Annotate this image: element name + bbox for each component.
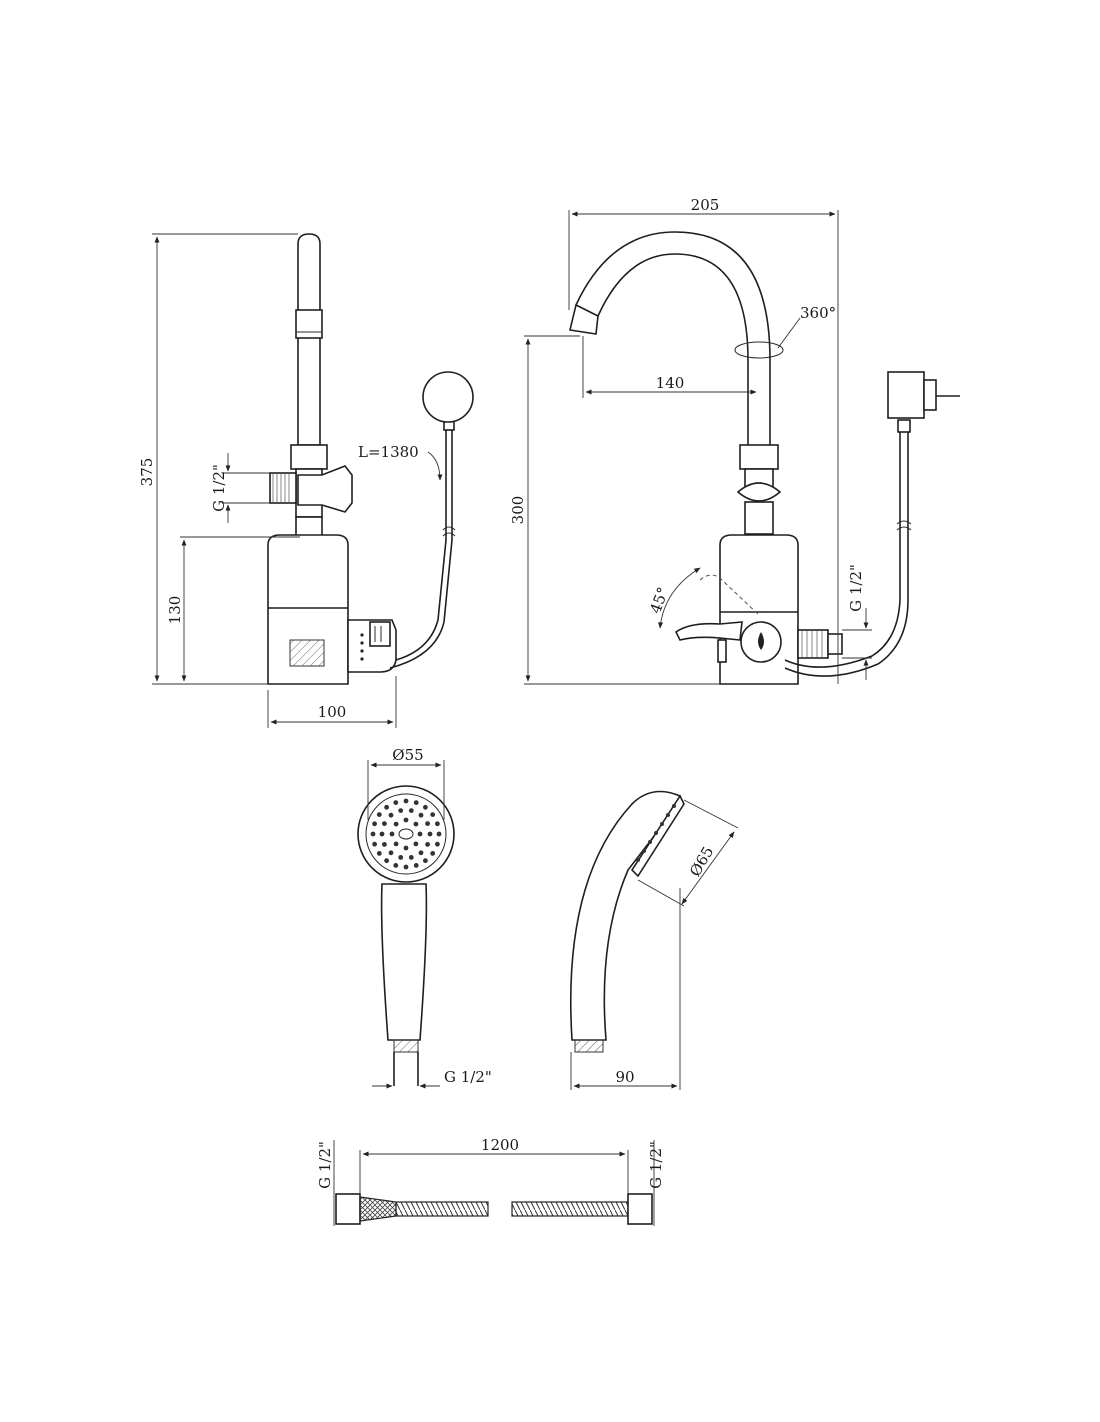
nozzle-dot bbox=[370, 831, 376, 837]
side-inlet-fitting bbox=[797, 629, 829, 659]
nozzle-dot bbox=[435, 841, 440, 847]
nozzle-dot bbox=[425, 821, 430, 826]
hose-length-label: 1200 bbox=[481, 1136, 519, 1154]
nozzle-dot bbox=[382, 821, 387, 826]
side-power-cable bbox=[784, 432, 901, 668]
nozzle-dot bbox=[382, 842, 387, 847]
hose-thread-right-label: G 1/2" bbox=[647, 1141, 665, 1189]
nozzle-dot bbox=[379, 831, 385, 837]
front-view: 375 130 G 1/2" 100 L=1380 bbox=[138, 233, 474, 728]
side-lever-raised bbox=[699, 574, 761, 617]
front-swivel-collar bbox=[290, 444, 328, 470]
nozzle-dot bbox=[408, 855, 414, 860]
front-spout bbox=[297, 233, 321, 446]
nozzle-dot bbox=[423, 804, 428, 810]
nozzle-dot bbox=[403, 864, 409, 870]
side-rotation-label: 360° bbox=[800, 304, 836, 322]
nozzle-dot bbox=[403, 798, 409, 804]
cable-length-label: L=1380 bbox=[358, 443, 419, 461]
nozzle-dot bbox=[413, 863, 419, 868]
nozzle-dot bbox=[425, 842, 430, 847]
side-rotation-arrow bbox=[734, 341, 784, 359]
nozzle-dot bbox=[413, 821, 419, 827]
hose-view: 1200 G 1/2" G 1/2" bbox=[316, 1136, 665, 1226]
nozzle-dot bbox=[393, 800, 399, 805]
nozzle-dot bbox=[430, 812, 436, 817]
side-diverter-knob bbox=[736, 482, 782, 502]
nozzle-dot bbox=[418, 812, 424, 818]
nozzle-dot bbox=[436, 831, 442, 837]
shower-side-body bbox=[569, 790, 682, 1041]
nozzle-dot bbox=[393, 863, 399, 868]
nozzle-dot bbox=[430, 851, 436, 856]
nozzle-dot bbox=[376, 851, 382, 856]
front-thread-label: G 1/2" bbox=[210, 464, 228, 512]
shower-side-view: Ø65 90 bbox=[569, 790, 739, 1090]
shower-handle bbox=[380, 883, 428, 1041]
nozzle-dot bbox=[384, 858, 389, 864]
nozzle-dot bbox=[413, 800, 419, 805]
shower-center-hole bbox=[398, 828, 414, 840]
shower-head-diameter-label: Ø55 bbox=[392, 746, 423, 764]
front-diverter-knob bbox=[297, 465, 353, 513]
side-view: 205 140 300 360° 45° G 1/2" bbox=[509, 196, 960, 685]
nozzle-dot bbox=[388, 850, 394, 856]
front-indicator-dots bbox=[360, 633, 364, 661]
side-height-label: 300 bbox=[509, 496, 527, 525]
side-width-label: 205 bbox=[691, 196, 720, 214]
nozzle-dot bbox=[435, 821, 440, 827]
shower-side-depth-label: 90 bbox=[615, 1068, 634, 1086]
nozzle-dot bbox=[408, 808, 414, 813]
front-power-cable bbox=[395, 428, 447, 661]
side-lever bbox=[674, 621, 743, 641]
front-heater-body bbox=[267, 534, 349, 685]
side-plug bbox=[887, 371, 925, 419]
nozzle-dot bbox=[388, 812, 394, 818]
nozzle-dot bbox=[418, 850, 424, 856]
shower-front-view: Ø55 G 1/2" bbox=[357, 746, 492, 1089]
nozzle-dot bbox=[389, 831, 395, 837]
shower-thread bbox=[393, 1039, 419, 1053]
hose-right-segment bbox=[511, 1201, 629, 1217]
nozzle-dot bbox=[417, 831, 423, 837]
nozzle-dot bbox=[403, 817, 409, 823]
hose-left-ferrule bbox=[359, 1196, 397, 1222]
hose-thread-left-label: G 1/2" bbox=[316, 1141, 334, 1189]
nozzle-dot bbox=[398, 855, 404, 860]
front-plug bbox=[422, 371, 474, 423]
hose-right-nut bbox=[627, 1193, 653, 1225]
nozzle-dot bbox=[376, 812, 382, 817]
nozzle-dot bbox=[398, 808, 404, 813]
side-reach-label: 140 bbox=[656, 374, 685, 392]
nozzle-dot bbox=[413, 841, 419, 847]
nozzle-dot bbox=[423, 858, 428, 864]
front-spout-aerator bbox=[295, 309, 323, 339]
nozzle-dot bbox=[403, 845, 409, 851]
front-display bbox=[369, 621, 391, 647]
nozzle-dot bbox=[384, 804, 389, 810]
front-side-outlet bbox=[269, 472, 297, 504]
nozzle-dot bbox=[393, 821, 399, 827]
side-spout-tip bbox=[569, 303, 599, 335]
front-base-width-label: 100 bbox=[318, 703, 347, 721]
shower-thread-label: G 1/2" bbox=[444, 1068, 492, 1086]
nozzle-dot bbox=[427, 831, 433, 837]
nozzle-dot bbox=[393, 841, 399, 847]
nozzle-dot bbox=[372, 821, 377, 827]
shower-side-face bbox=[630, 794, 685, 878]
front-body-height-label: 130 bbox=[166, 596, 184, 625]
side-lever-angle-label: 45° bbox=[646, 585, 672, 616]
hose-left-nut bbox=[335, 1193, 361, 1225]
front-height-label: 375 bbox=[138, 458, 156, 487]
shower-nozzles bbox=[370, 798, 442, 870]
shower-head-face bbox=[357, 785, 455, 883]
front-heater-grille bbox=[289, 639, 325, 667]
hose-left-segment bbox=[395, 1201, 489, 1217]
nozzle-dot bbox=[372, 841, 377, 847]
side-spout bbox=[575, 231, 771, 445]
side-thread-label: G 1/2" bbox=[847, 564, 865, 612]
